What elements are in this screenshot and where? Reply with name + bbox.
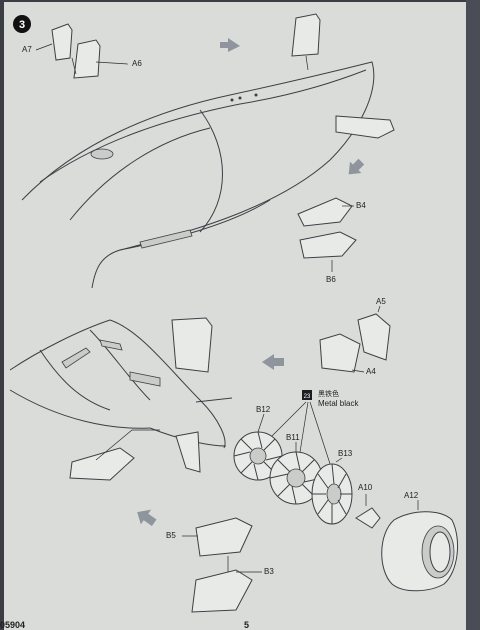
direction-arrow-3: [262, 354, 284, 370]
part-a7-a6: A7 A6: [22, 23, 142, 79]
label-a6: A6: [132, 59, 142, 68]
paint-callout: 23 黑铁色 Metal black: [267, 389, 359, 471]
label-a5: A5: [376, 297, 386, 306]
direction-arrow-4: [137, 509, 157, 527]
page-edge: [466, 0, 480, 630]
label-b13: B13: [338, 449, 353, 458]
callout-number: 23: [304, 394, 311, 400]
fuselage-lower: [9, 317, 233, 481]
part-b12: B12: [233, 405, 283, 481]
part-a12: A12: [381, 491, 458, 592]
callout-color-en: Metal black: [318, 399, 359, 408]
page-number: 5: [244, 620, 249, 630]
footer-code: 05904: [0, 620, 25, 630]
part-a10: A10: [355, 483, 381, 529]
label-a10: A10: [358, 483, 373, 492]
label-a12: A12: [404, 491, 419, 500]
label-b4: B4: [356, 201, 366, 210]
step-number: 3: [19, 19, 25, 31]
callout-color-cn: 黑铁色: [318, 389, 339, 398]
label-a4: A4: [366, 367, 376, 376]
label-b6: B6: [326, 275, 336, 284]
direction-arrow-2: [348, 158, 365, 175]
part-a5-a4: A5 A4: [319, 297, 391, 376]
part-b5-b3: B5 B3: [166, 517, 274, 613]
part-dorsal-fin: [291, 13, 321, 57]
label-a7: A7: [22, 45, 32, 54]
part-stabilizer: [335, 115, 395, 139]
part-b13: B13: [311, 449, 353, 525]
label-b3: B3: [264, 567, 274, 576]
label-b5: B5: [166, 531, 176, 540]
label-b12: B12: [256, 405, 271, 414]
fuselage-upper: [21, 61, 375, 289]
part-b4-b6: B4 B6: [297, 197, 366, 284]
step-badge: 3: [13, 15, 31, 33]
direction-arrow-1: [220, 38, 240, 52]
label-b11: B11: [286, 433, 300, 442]
